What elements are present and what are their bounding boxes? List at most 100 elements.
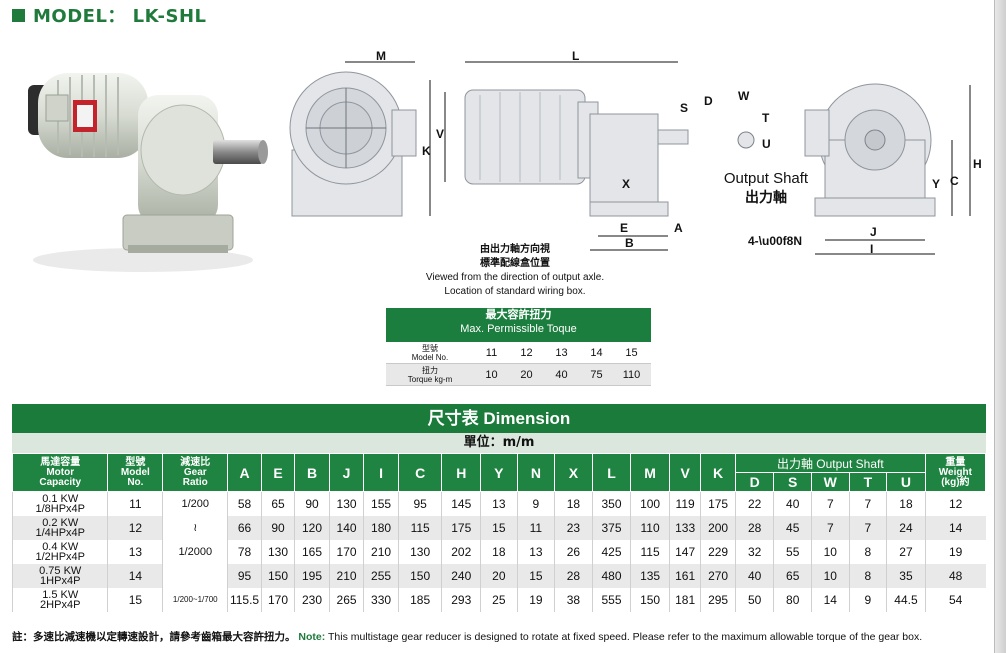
dimension-cell: 270 xyxy=(700,563,736,588)
model-title-text: MODEL： LK-SHL xyxy=(33,6,207,27)
dimension-cell: 130 xyxy=(260,539,295,564)
footnote: 註：多速比減速機以定轉速設計，請參考齒箱最大容許扭力。 Note: This m… xyxy=(12,629,986,644)
dimension-cell: 150 xyxy=(260,563,295,588)
dimension-cell: 115 xyxy=(630,539,670,564)
output-shaft-cell: 9 xyxy=(848,587,887,612)
dimension-cell: 229 xyxy=(700,539,736,564)
gear-motor-photo xyxy=(28,73,268,272)
dimension-cell: 150 xyxy=(630,587,670,612)
dimension-cell: 425 xyxy=(591,539,631,564)
motor-capacity-hp: 1HPx4P xyxy=(40,574,81,587)
dimension-cell: 145 xyxy=(441,491,481,516)
model-number-cell: 15 xyxy=(107,587,163,612)
dimension-cell: 480 xyxy=(591,563,631,588)
output-shaft-cell: 40 xyxy=(734,563,774,588)
dimension-cell: 181 xyxy=(668,587,701,612)
dimension-title-en: Dimension xyxy=(483,409,571,428)
dimension-cell: 555 xyxy=(591,587,631,612)
dimension-cell: 65 xyxy=(260,491,295,516)
dimension-cell: 95 xyxy=(227,563,262,588)
dimension-cell: 120 xyxy=(294,515,330,540)
torque-table: 最大容許扭力 Max. Permissible Toque 型號 Model N… xyxy=(386,308,651,386)
torque-value-label: 扭力 Torque kg-m xyxy=(386,364,474,385)
motor-capacity-kw: 0.2 KW xyxy=(42,516,79,529)
output-shaft-cell: 7 xyxy=(848,491,887,516)
footnote-zh: 註：多速比減速機以定轉速設計，請參考齒箱最大容許扭力。 xyxy=(12,631,296,643)
svg-text:U: U xyxy=(762,137,771,151)
dimension-cell: 375 xyxy=(591,515,631,540)
dimension-cell: 100 xyxy=(630,491,670,516)
torque-model-cell: 11 xyxy=(485,347,498,359)
torque-model-label: 型號 Model No. xyxy=(386,342,474,363)
torque-value-label-zh: 扭力 xyxy=(422,366,438,375)
output-shaft-cell: 10 xyxy=(811,563,850,588)
svg-text:W: W xyxy=(738,89,750,103)
header-ratio: 減速比 Gear Ratio xyxy=(162,453,229,492)
header-dim: Y xyxy=(480,453,518,492)
svg-text:M: M xyxy=(376,49,386,63)
model-number-cell: 13 xyxy=(107,539,163,564)
torque-value-cell: 10 xyxy=(485,369,498,381)
dimension-cell: 175 xyxy=(441,515,481,540)
header-ratio-en1: Gear xyxy=(183,466,207,478)
header-dim: I xyxy=(363,453,399,492)
dimension-header-row-2: D S W T U xyxy=(13,472,986,492)
output-shaft-zh: 出力軸 xyxy=(745,190,787,206)
dimension-cell: 161 xyxy=(668,563,701,588)
page-scrollbar[interactable] xyxy=(994,0,1006,653)
dimension-cell: 175 xyxy=(700,491,736,516)
svg-text:L: L xyxy=(572,49,579,63)
output-shaft-cell: 44.5 xyxy=(886,587,926,612)
dimension-cell: 200 xyxy=(700,515,736,540)
dimension-cell: 202 xyxy=(441,539,481,564)
torque-value-cell: 75 xyxy=(590,369,603,381)
dimension-drawing: M L K V S D W T U X E A B J I Y C H 4-\u… xyxy=(289,49,982,256)
dimension-cell: 255 xyxy=(363,563,399,588)
header-dim: B xyxy=(294,453,330,492)
dimension-table: 馬達容量 Motor Capacity 型號 Model No. 減速比 Gea… xyxy=(11,453,987,612)
torque-model-row: 型號 Model No. 11 12 13 14 15 xyxy=(386,342,651,364)
svg-text:K: K xyxy=(422,144,431,158)
header-shaft-dim: U xyxy=(886,472,926,492)
output-shaft-cell: 22 xyxy=(734,491,774,516)
svg-text:I: I xyxy=(870,242,873,256)
header-capacity-zh: 馬達容量 xyxy=(40,456,81,468)
dimension-cell: 170 xyxy=(328,539,364,564)
output-shaft-cell: 65 xyxy=(773,563,812,588)
wiring-box-note: 由出力軸方向視 標準配線盒位置 Viewed from the directio… xyxy=(415,243,615,299)
weight-cell: 54 xyxy=(924,587,986,612)
title-bullet-icon xyxy=(12,8,25,22)
dimension-cell: 18 xyxy=(554,491,593,516)
dimension-cell: 119 xyxy=(668,491,701,516)
svg-text:H: H xyxy=(973,157,982,171)
dimension-cell: 115 xyxy=(397,515,442,540)
footnote-en: This multistage gear reducer is designed… xyxy=(328,631,923,643)
dimension-cell: 11 xyxy=(516,515,555,540)
header-dim: A xyxy=(227,453,262,492)
motor-capacity-kw: 0.1 KW xyxy=(42,492,79,505)
output-shaft-en: Output Shaft xyxy=(723,170,809,187)
dimension-title-zh: 尺寸表 xyxy=(427,409,479,429)
header-model-en2: No. xyxy=(127,476,144,488)
dimension-cell: 330 xyxy=(363,587,399,612)
dimension-cell: 66 xyxy=(227,515,262,540)
dimension-header-row-1: 馬達容量 Motor Capacity 型號 Model No. 減速比 Gea… xyxy=(11,453,987,492)
dimension-cell: 155 xyxy=(363,491,399,516)
output-shaft-cell: 18 xyxy=(886,491,926,516)
dimension-cell: 185 xyxy=(397,587,442,612)
header-shaft-dim: T xyxy=(848,472,888,492)
output-shaft-cell: 28 xyxy=(734,515,774,540)
dimension-cell: 26 xyxy=(554,539,593,564)
svg-text:J: J xyxy=(870,225,877,239)
output-shaft-cell: 35 xyxy=(886,563,926,588)
svg-text:C: C xyxy=(950,174,959,188)
gear-ratio-cell xyxy=(162,563,228,588)
gear-ratio-cell: 1/2000 xyxy=(162,539,228,564)
dimension-cell: 195 xyxy=(294,563,330,588)
dimension-cell: 147 xyxy=(668,539,701,564)
output-shaft-cell: 80 xyxy=(773,587,812,612)
header-capacity-en1: Motor xyxy=(46,466,75,478)
